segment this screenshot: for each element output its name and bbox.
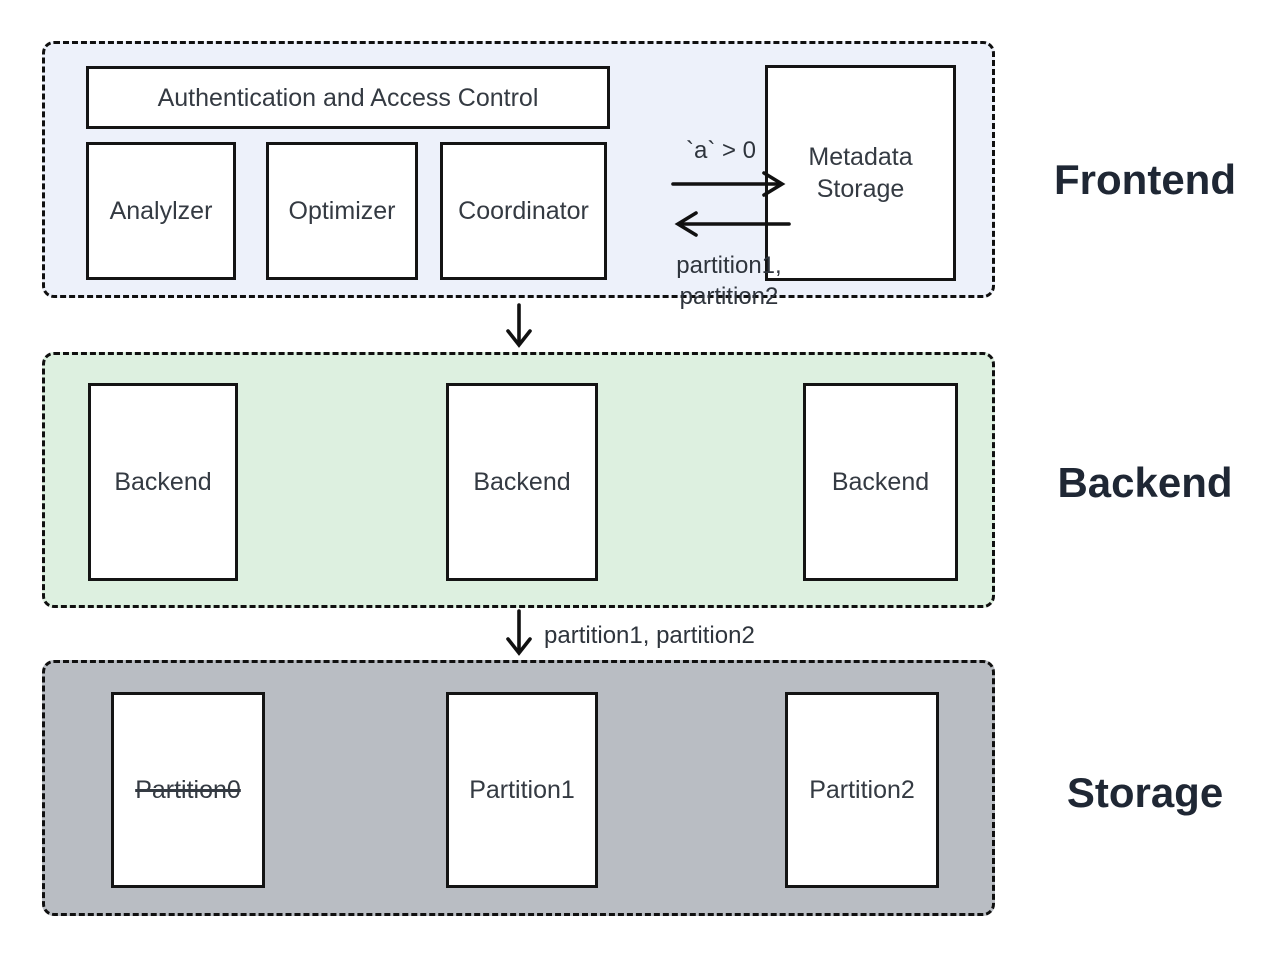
partition1-label: Partition1 — [469, 776, 575, 804]
backend-box: Backend — [803, 383, 958, 581]
optimizer-label: Optimizer — [288, 197, 396, 225]
storage-tier-container: Partition0 Partition1 Partition2 — [42, 660, 995, 916]
auth-access-control-label: Authentication and Access Control — [157, 83, 539, 112]
coordinator-box: Coordinator — [440, 142, 607, 280]
arrow-return-partitions-label: partition1, partition2 — [676, 252, 782, 310]
auth-access-control-box: Authentication and Access Control — [86, 66, 610, 129]
backend-box: Backend — [446, 383, 598, 581]
backend-box: Backend — [88, 383, 238, 581]
storage-tier-title: Storage — [1066, 769, 1224, 816]
analyzer-box: Analylzer — [86, 142, 236, 280]
partition0-label: Partition0 — [135, 776, 241, 804]
frontend-tier-container: Authentication and Access Control Analyl… — [42, 41, 995, 310]
coordinator-label: Coordinator — [458, 197, 589, 225]
frontend-tier-title: Frontend — [1054, 156, 1236, 203]
partition-box: Partition2 — [785, 692, 939, 888]
backend-label: Backend — [831, 468, 930, 496]
flow-arrow-frontend-to-backend-icon — [506, 303, 532, 348]
analyzer-label: Analylzer — [109, 197, 213, 225]
flow-partitions-label: partition1, partition2 — [544, 622, 755, 649]
metadata-storage-label: Metadata Storage — [808, 143, 913, 203]
backend-tier-title: Backend — [1057, 459, 1233, 506]
partition2-label: Partition2 — [809, 776, 915, 804]
optimizer-box: Optimizer — [266, 142, 418, 280]
flow-arrow-backend-to-storage-icon — [506, 609, 532, 656]
bidirectional-arrows-icon — [671, 171, 791, 237]
partition-box: Partition1 — [446, 692, 598, 888]
backend-label: Backend — [473, 468, 571, 496]
backend-label: Backend — [114, 468, 212, 496]
backend-tier-container: Backend Backend Backend — [42, 352, 995, 608]
metadata-storage-box: Metadata Storage — [765, 65, 956, 281]
arrow-condition-label: `a` > 0 — [685, 137, 757, 164]
partition-box: Partition0 — [111, 692, 265, 888]
